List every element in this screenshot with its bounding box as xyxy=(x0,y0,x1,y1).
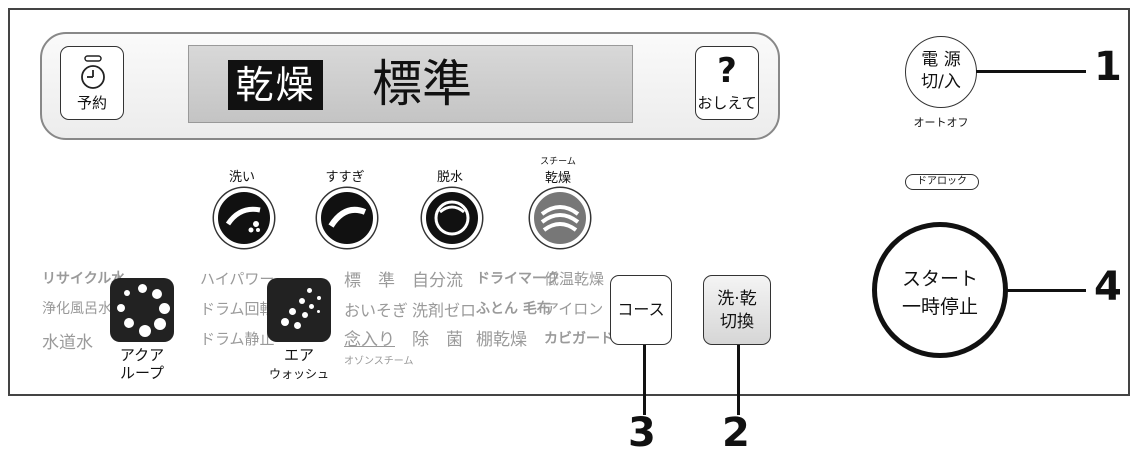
stage-label-dry: スチーム 乾燥 xyxy=(518,157,598,187)
timer-label: 予約 xyxy=(76,94,107,112)
switch-line1: 洗·乾 xyxy=(717,289,757,309)
switch-line2: 切換 xyxy=(720,312,754,332)
air-wash-button[interactable] xyxy=(267,278,331,342)
course-mold-guard: カビガード xyxy=(544,331,614,347)
course-ozone-steam: オゾンスチーム xyxy=(344,356,414,367)
question-icon: ? xyxy=(717,51,737,91)
callout-line-3 xyxy=(643,345,646,415)
aqua-loop-label-line2: ループ xyxy=(119,364,165,382)
steam-dry-indicator-icon xyxy=(530,188,590,248)
callout-2: 2 xyxy=(722,410,750,456)
power-line2: 切/入 xyxy=(921,72,961,92)
start-line2: 一時停止 xyxy=(901,296,978,318)
lcd-mode-text: 乾燥 xyxy=(228,60,323,110)
help-button[interactable]: ? おしえて xyxy=(695,46,759,120)
power-button[interactable]: 電 源 切/入 xyxy=(905,36,977,108)
course-sterilize: 除 菌 xyxy=(412,330,463,350)
stage-label-spin: 脱水 xyxy=(436,170,463,185)
stage-label-wash: 洗い xyxy=(228,170,255,185)
course-standard: 標 準 xyxy=(344,271,395,291)
callout-line-1 xyxy=(976,70,1086,73)
course-quick: おいそぎ xyxy=(344,301,409,320)
door-lock-indicator: ドアロック xyxy=(905,174,979,190)
course-custom: 自分流 xyxy=(412,271,463,291)
start-pause-button[interactable]: スタート 一時停止 xyxy=(872,222,1008,358)
air-wash-label-line1: エア xyxy=(283,346,314,364)
lcd-course-text: 標準 xyxy=(372,55,472,113)
clock-icon xyxy=(81,55,105,89)
course-thorough: 念入り xyxy=(344,330,395,350)
spin-indicator-icon xyxy=(422,188,482,248)
power-option-high: ハイパワー xyxy=(200,270,275,288)
course-button[interactable]: コース xyxy=(610,275,672,345)
course-dry-mark: ドライマーク xyxy=(476,271,560,287)
rinse-indicator-icon xyxy=(317,188,377,248)
air-wash-label: エア ウォッシュ xyxy=(266,346,332,383)
dry-label: 乾燥 xyxy=(544,171,571,186)
course-iron: アイロン xyxy=(544,300,604,318)
aqua-loop-label-line1: アクア xyxy=(119,346,165,364)
stage-label-rinse: すすぎ xyxy=(325,170,365,185)
power-option-static: ドラム静止 xyxy=(200,330,275,348)
callout-3: 3 xyxy=(628,410,656,456)
power-option-rotate: ドラム回転 xyxy=(200,300,275,318)
callout-line-2 xyxy=(737,345,740,415)
water-option-tap: 水道水 xyxy=(42,333,93,353)
help-label: おしえて xyxy=(697,94,757,112)
water-option-recycle: リサイクル水 xyxy=(42,271,126,287)
wash-indicator-icon xyxy=(214,188,274,248)
air-wash-label-line2: ウォッシュ xyxy=(268,367,329,381)
steam-label: スチーム xyxy=(540,157,576,167)
course-zero-detergent: 洗剤ゼロ xyxy=(412,301,477,320)
course-futon-blanket: ふとん 毛布 xyxy=(476,301,551,317)
auto-off-label: オートオフ xyxy=(913,116,969,129)
course-rack-dry: 棚乾燥 xyxy=(476,330,527,350)
timer-button[interactable]: 予約 xyxy=(60,46,124,120)
water-option-bath: 浄化風呂水 xyxy=(42,301,112,317)
aqua-loop-label: アクア ループ xyxy=(112,346,172,382)
course-low-temp-dry: 低温乾燥 xyxy=(544,270,605,288)
wash-dry-switch-button[interactable]: 洗·乾 切換 xyxy=(703,275,771,345)
callout-1: 1 xyxy=(1094,44,1122,90)
start-line1: スタート xyxy=(901,268,978,290)
power-line1: 電 源 xyxy=(921,50,961,70)
aqua-loop-button[interactable] xyxy=(110,278,174,342)
callout-4: 4 xyxy=(1094,264,1122,310)
callout-line-4 xyxy=(1006,289,1086,292)
